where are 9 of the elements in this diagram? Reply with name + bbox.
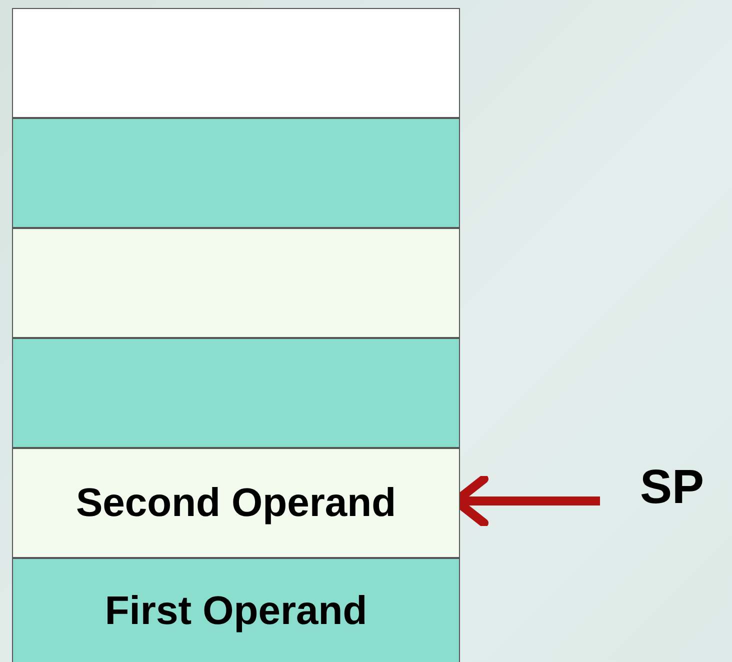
- stack-cell: [12, 8, 460, 118]
- stack-cell: [12, 228, 460, 338]
- cell-label: Second Operand: [76, 480, 396, 526]
- stack-cell: [12, 118, 460, 228]
- stack-cell: [12, 558, 460, 662]
- stack-cell: [12, 338, 460, 448]
- cell-label: First Operand: [104, 588, 368, 634]
- pointer-label: SP: [640, 460, 704, 515]
- stack-cell: [12, 448, 460, 558]
